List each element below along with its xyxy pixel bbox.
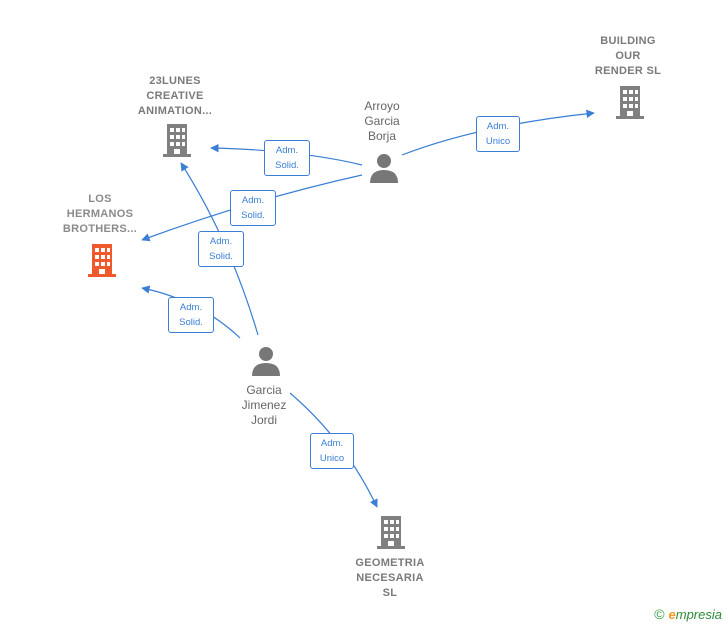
- label-line: Jimenez: [241, 398, 287, 412]
- edge-label-line: Solid.: [179, 317, 203, 328]
- edge-label-garcia-geometria[interactable]: Adm. Unico: [310, 433, 354, 469]
- edge-label-garcia-hermanos[interactable]: Adm. Solid.: [168, 297, 214, 333]
- edge-label-line: Solid.: [241, 210, 265, 221]
- edge-label-garcia-23lunes[interactable]: Adm. Solid.: [198, 231, 244, 267]
- edge-label-line: Adm.: [241, 195, 265, 206]
- edge-label-line: Adm.: [486, 121, 510, 132]
- label-line: GEOMETRIA: [355, 557, 425, 569]
- edge-label-line: Unico: [485, 136, 511, 147]
- company-23lunes-label[interactable]: 23LUNES CREATIVE ANIMATION...: [125, 74, 225, 119]
- person-garcia-label[interactable]: Garcia Jimenez Jordi: [222, 383, 306, 428]
- edge-label-line: Solid.: [209, 251, 233, 262]
- label-line: ANIMATION...: [137, 105, 213, 117]
- edge-label-line: Solid.: [275, 160, 299, 171]
- label-line: OUR: [615, 50, 641, 62]
- building-icon[interactable]: [161, 122, 193, 158]
- label-line: Borja: [367, 129, 396, 143]
- building-icon[interactable]: [86, 242, 118, 278]
- label-line: RENDER SL: [594, 65, 662, 77]
- company-hermanos-label[interactable]: LOS HERMANOS BROTHERS...: [50, 192, 150, 237]
- person-icon[interactable]: [250, 345, 282, 377]
- edge-label-line: Adm.: [179, 302, 203, 313]
- label-line: Jordi: [250, 413, 277, 427]
- building-icon[interactable]: [375, 514, 407, 550]
- label-line: 23LUNES: [149, 75, 201, 87]
- edge-label-arroyo-hermanos[interactable]: Adm. Solid.: [230, 190, 276, 226]
- edge-label-line: Unico: [319, 453, 345, 464]
- label-line: BUILDING: [600, 35, 656, 47]
- person-icon[interactable]: [368, 152, 400, 184]
- brand-initial: e: [668, 607, 676, 622]
- label-line: HERMANOS: [66, 208, 134, 220]
- label-line: CREATIVE: [146, 90, 204, 102]
- label-line: LOS: [88, 193, 112, 205]
- copyright-brand: ©empresia: [654, 606, 722, 622]
- label-line: Arroyo: [364, 99, 400, 113]
- company-building-label[interactable]: BUILDING OUR RENDER SL: [578, 34, 678, 79]
- edge-label-arroyo-building[interactable]: Adm. Unico: [476, 116, 520, 152]
- label-line: SL: [382, 587, 398, 599]
- label-line: Garcia: [364, 114, 400, 128]
- edge-label-line: Adm.: [209, 236, 233, 247]
- label-line: Garcia: [246, 383, 282, 397]
- edge-label-line: Adm.: [320, 438, 344, 449]
- copyright-symbol: ©: [654, 606, 665, 622]
- edge-label-line: Adm.: [275, 145, 299, 156]
- label-line: BROTHERS...: [62, 223, 138, 235]
- building-icon[interactable]: [614, 84, 646, 120]
- label-line: NECESARIA: [356, 572, 424, 584]
- company-geometria-label[interactable]: GEOMETRIA NECESARIA SL: [340, 556, 440, 601]
- brand-name: mpresia: [675, 607, 722, 622]
- person-arroyo-label[interactable]: Arroyo Garcia Borja: [340, 99, 424, 144]
- edge-label-arroyo-23lunes[interactable]: Adm. Solid.: [264, 140, 310, 176]
